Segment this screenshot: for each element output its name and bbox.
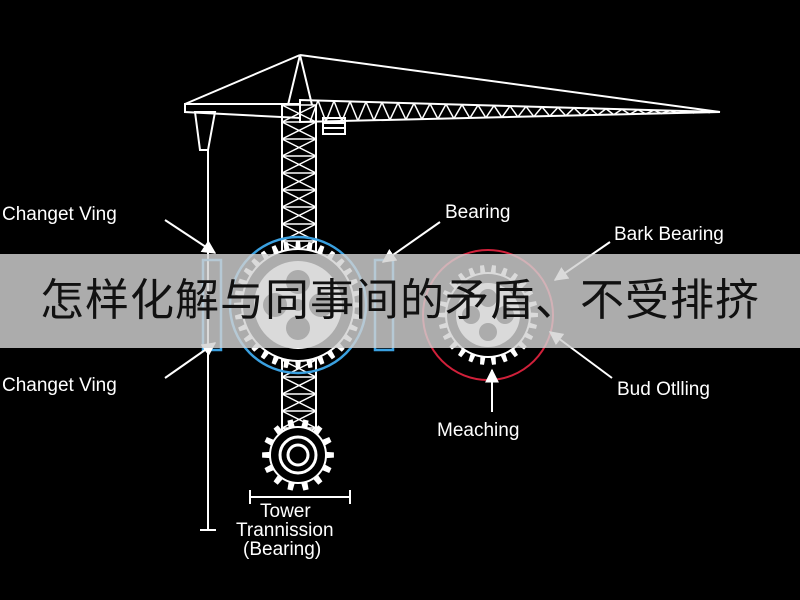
label-tower-line3: (Bearing): [243, 539, 321, 560]
label-bud-otlling: Bud Otlling: [617, 379, 710, 400]
label-tower-line1: Tower: [260, 501, 311, 522]
label-changet-ving-bottom: Changet Ving: [2, 375, 117, 396]
tower-gear: [262, 419, 334, 491]
label-tower-line2: Trannission: [236, 520, 334, 541]
crane-peak: [287, 54, 313, 106]
label-bark-bearing: Bark Bearing: [614, 224, 724, 245]
label-meaching: Meaching: [437, 420, 519, 441]
crane-counter-jib: [184, 54, 721, 151]
title-banner: 怎样化解与同事间的矛盾、不受排挤: [0, 254, 800, 348]
arrow-changet-ving-bottom: [164, 342, 217, 379]
label-changet-ving-top: Changet Ving: [2, 204, 117, 225]
label-bearing: Bearing: [445, 202, 511, 223]
arrow-changet-ving-top: [164, 219, 217, 254]
counterweight: [322, 117, 346, 135]
banner-title: 怎样化解与同事间的矛盾、不受排挤: [40, 275, 760, 326]
